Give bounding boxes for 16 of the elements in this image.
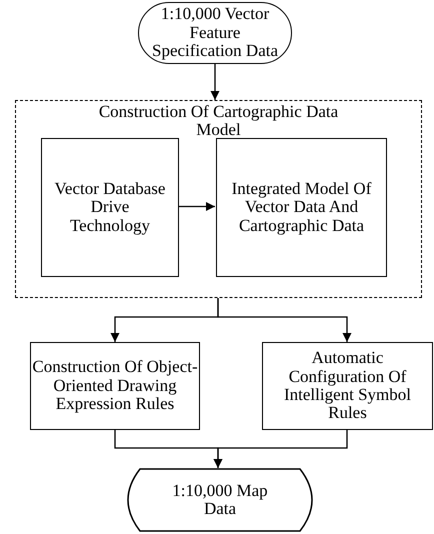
process-box xyxy=(41,138,179,277)
node-label: Construction Of Cartographic Data Model xyxy=(98,103,340,140)
process-box xyxy=(262,342,433,430)
node-label: Automatic Configuration Of Intelligent Symbol Rules xyxy=(282,349,412,423)
arrow xyxy=(178,202,215,211)
node-label: Vector Database Drive Technology xyxy=(54,180,166,236)
arrow xyxy=(217,298,352,342)
node-label: Construction Of Object-Oriented Drawing Expression Rules xyxy=(32,358,198,414)
arrow xyxy=(210,64,220,100)
arrow xyxy=(214,430,348,468)
node-label: Integrated Model Of Vector Data And Cartographic Data xyxy=(230,180,372,236)
node-label: 1:10,000 Vector Feature Specification Data xyxy=(150,5,280,61)
process-box xyxy=(30,342,200,430)
process-box xyxy=(216,138,387,277)
node-label: 1:10,000 Map Data xyxy=(171,482,269,518)
group-frame xyxy=(15,100,422,298)
